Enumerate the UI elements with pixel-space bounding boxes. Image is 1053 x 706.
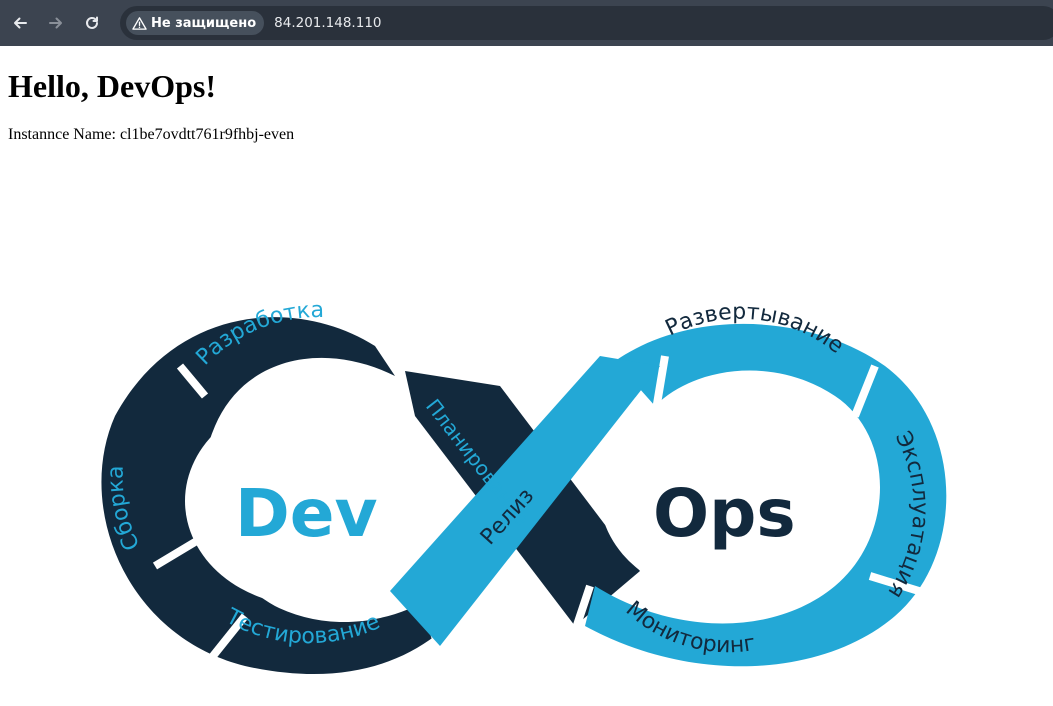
instance-line: Instannce Name: cl1be7ovdtt761r9fhbj-eve… xyxy=(8,126,294,144)
dev-word: Dev xyxy=(235,475,378,552)
page-content: Hello, DevOps! Instannce Name: cl1be7ovd… xyxy=(0,46,1053,706)
back-button[interactable] xyxy=(4,7,36,39)
browser-toolbar: Не защищено 84.201.148.110 xyxy=(0,0,1053,46)
ops-word: Ops xyxy=(653,475,796,552)
security-chip[interactable]: Не защищено xyxy=(126,11,265,35)
address-bar[interactable]: Не защищено 84.201.148.110 xyxy=(120,6,1053,40)
instance-value: cl1be7ovdtt761r9fhbj-even xyxy=(119,126,295,143)
arrow-left-icon xyxy=(14,17,27,29)
reload-button[interactable] xyxy=(76,7,108,39)
devops-infinity-logo: Разработка Сборка Тестирование Планирова… xyxy=(101,298,947,675)
arrow-right-icon xyxy=(49,17,62,29)
reload-icon xyxy=(86,16,98,29)
forward-button[interactable] xyxy=(40,7,72,39)
page-heading: Hello, DevOps! xyxy=(8,68,216,104)
url-text[interactable]: 84.201.148.110 xyxy=(274,15,382,31)
ops-loop xyxy=(571,323,947,667)
instance-label: Instannce Name: xyxy=(8,126,116,143)
security-label: Не защищено xyxy=(151,15,257,31)
release-band xyxy=(390,356,660,646)
warning-icon xyxy=(132,16,147,30)
